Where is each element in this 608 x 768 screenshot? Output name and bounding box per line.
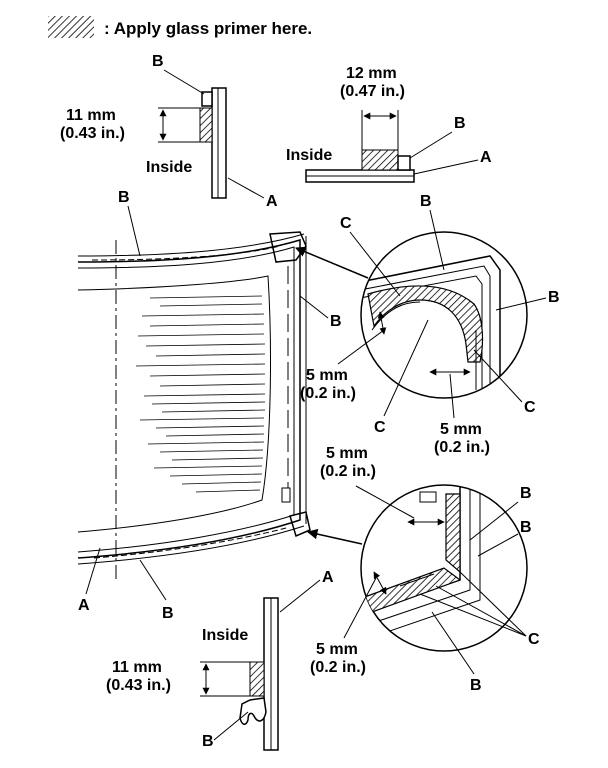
- primer-area-top-left: [199, 107, 213, 143]
- section-top-left: 11 mm (0.43 in.) Inside B A: [60, 53, 278, 210]
- primer-area-bottom: [249, 661, 265, 697]
- dim-5mm-bottom-circle-1: 5 mm: [326, 445, 368, 462]
- label-c-top-circle-3: C: [524, 399, 536, 416]
- legend-hatch-swatch: [48, 16, 94, 38]
- legend: : Apply glass primer here.: [48, 16, 312, 38]
- glass-reflection-lines: [135, 295, 266, 493]
- inside-label-bottom: Inside: [202, 627, 248, 644]
- dim-5mm-in-bottom-circle-2: (0.2 in.): [310, 659, 366, 676]
- label-c-top-circle-2: C: [374, 419, 386, 436]
- primer-area-top-circle: [367, 285, 484, 363]
- label-b-bottom: B: [202, 733, 214, 750]
- legend-text: : Apply glass primer here.: [104, 19, 312, 38]
- dim-5mm-in-top-circle-2: (0.2 in.): [434, 439, 490, 456]
- label-b-top-circle-2: B: [548, 289, 560, 306]
- dim-5mm-in-bottom-circle-1: (0.2 in.): [320, 463, 376, 480]
- detail-circle-top: C B B 5 mm (0.2 in.) C 5 mm (0.2 in.) C: [300, 193, 560, 456]
- dim-5mm-in-top-circle-1: (0.2 in.): [300, 385, 356, 402]
- label-a-windshield: A: [78, 597, 90, 614]
- label-b-bottom-circle-2: B: [520, 519, 532, 536]
- section-bottom: 11 mm (0.43 in.) Inside A B: [106, 569, 334, 751]
- dim-12mm-in: (0.47 in.): [340, 83, 405, 100]
- label-b-bottom-circle-3: B: [470, 677, 482, 694]
- primer-area-top-right: [361, 149, 399, 171]
- primer-area-bottom-circle-side: [445, 493, 461, 574]
- molding-b-bottom: [239, 697, 267, 725]
- label-b-top-right: B: [454, 115, 466, 132]
- label-a-top-right: A: [480, 149, 492, 166]
- label-b-windshield-bottom: B: [162, 605, 174, 622]
- dim-11mm-top: 11 mm: [66, 107, 116, 124]
- label-b-top-left: B: [152, 53, 164, 70]
- dim-11mm-in-top: (0.43 in.): [60, 125, 125, 142]
- dim-5mm-top-circle-1: 5 mm: [306, 367, 348, 384]
- label-b-windshield-top: B: [118, 189, 130, 206]
- dim-11mm-in-bottom: (0.43 in.): [106, 677, 171, 694]
- label-a-bottom: A: [322, 569, 334, 586]
- inside-label-top-right: Inside: [286, 147, 332, 164]
- molding-b-top-right: [397, 155, 411, 171]
- detail-circle-bottom: 5 mm (0.2 in.) B B C 5 mm (0.2 in.) B: [310, 445, 540, 694]
- inside-label-top-left: Inside: [146, 159, 192, 176]
- dim-5mm-top-circle-2: 5 mm: [440, 421, 482, 438]
- label-b-windshield-side: B: [330, 313, 342, 330]
- label-c-top-circle-1: C: [340, 215, 352, 232]
- label-a-top-left: A: [266, 193, 278, 210]
- label-b-bottom-circle-1: B: [520, 485, 532, 502]
- molding-b-top-left: [201, 91, 213, 107]
- dim-11mm-bottom: 11 mm: [112, 659, 162, 676]
- dim-5mm-bottom-circle-2: 5 mm: [316, 641, 358, 658]
- section-top-right: 12 mm (0.47 in.) Inside B A: [286, 65, 492, 183]
- windshield-view: B B A B: [77, 189, 369, 622]
- dim-12mm: 12 mm: [346, 65, 397, 82]
- label-b-top-circle-1: B: [420, 193, 432, 210]
- label-c-bottom-circle: C: [528, 631, 540, 648]
